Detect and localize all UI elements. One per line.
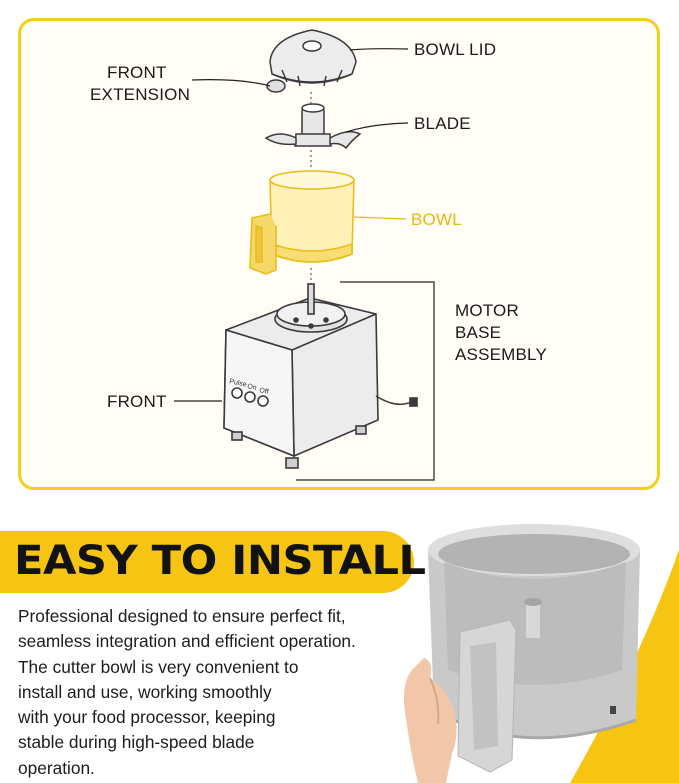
bowl-lid-illustration: [266, 29, 357, 93]
bowl-illustration: [249, 170, 355, 275]
description-line: with your food processor, keeping: [18, 707, 276, 728]
blade-label: BLADE: [414, 114, 471, 133]
description-line: Professional designed to ensure perfect …: [18, 606, 346, 626]
on-label: On: [247, 383, 258, 392]
motor-line2: BASE: [455, 323, 502, 342]
motor-base-assembly-label: MOTOR BASE ASSEMBLY: [455, 300, 547, 366]
control-labels: Pulse On Off: [229, 378, 270, 396]
headline: EASY TO INSTALL: [14, 538, 426, 584]
bowl-in-hand-photo: [404, 524, 679, 783]
bowl-lid-label: BOWL LID: [414, 40, 497, 59]
pulse-label: Pulse: [229, 378, 248, 389]
description-line: operation.: [18, 757, 95, 778]
front-label: FRONT: [107, 392, 167, 411]
bowl-label: BOWL: [411, 210, 462, 229]
yellow-swoosh: [570, 550, 679, 783]
leader-lines: [174, 48, 435, 481]
motor-line1: MOTOR: [455, 301, 519, 320]
front-extension-label: FRONT EXTENSION: [90, 62, 200, 106]
description-line: seamless integration and efficient opera…: [18, 631, 356, 652]
description-line: install and use, working smoothly: [18, 681, 272, 702]
description-line: stable during high-speed blade: [18, 732, 255, 753]
feature-description: Professional designed to ensure perfect …: [18, 604, 418, 781]
exploded-diagram: Pulse On Off: [174, 29, 435, 481]
front-extension-line1: FRONT: [107, 63, 167, 82]
off-label: Off: [259, 387, 270, 396]
description-line: The cutter bowl is very convenient to: [18, 656, 299, 677]
motor-base-illustration: [223, 283, 418, 469]
front-extension-line2: EXTENSION: [90, 85, 191, 104]
motor-line3: ASSEMBLY: [455, 345, 547, 364]
headline-banner: [0, 531, 414, 593]
blade-illustration: [264, 103, 362, 150]
